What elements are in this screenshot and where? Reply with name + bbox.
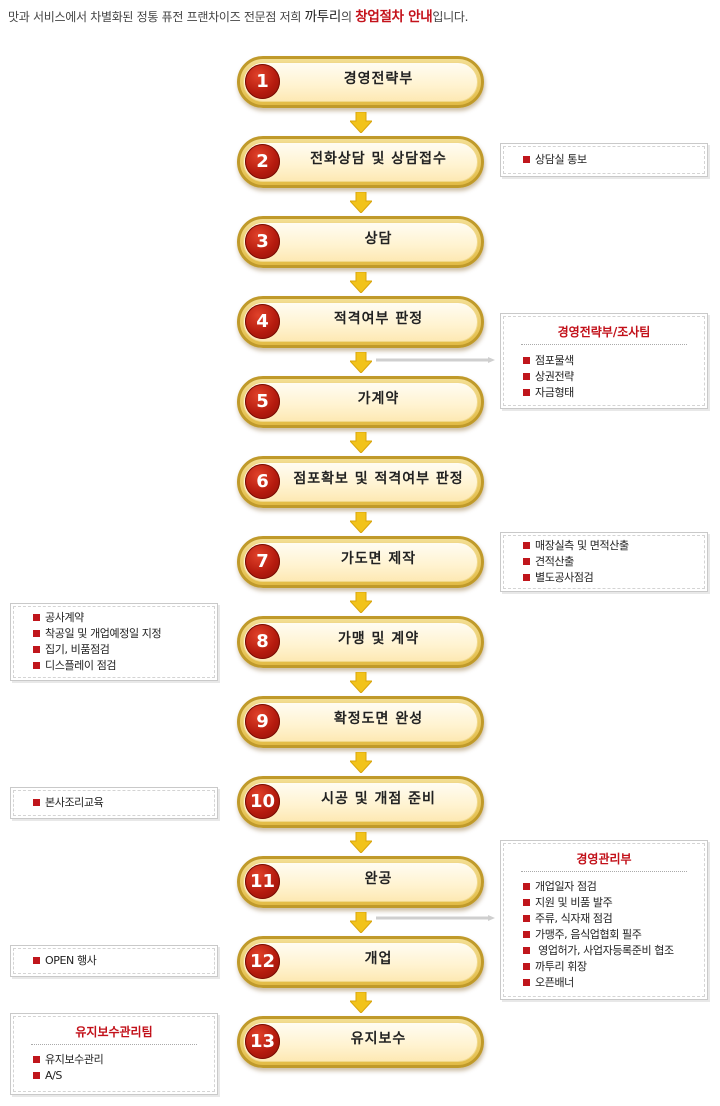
step-9: 9 확정도면 완성: [237, 696, 484, 748]
step-6: 6 점포확보 및 적격여부 판정: [237, 456, 484, 508]
list-item: OPEN 행사: [33, 953, 97, 969]
step-8: 8 가맹 및 계약: [237, 616, 484, 668]
down-arrow-icon: [350, 112, 372, 133]
step-number: 2: [245, 144, 280, 179]
note-step7: 매장실측 및 면적산출 견적산출 별도공사점검: [500, 532, 708, 592]
list-item: 별도공사점검: [523, 570, 629, 586]
step-number: 13: [245, 1024, 280, 1059]
down-arrow-icon: [350, 272, 372, 293]
note-step8: 공사계약 착공일 및 개업예정일 지정 집기, 비품점검 디스플레이 점검: [10, 603, 218, 681]
step-2: 2 전화상담 및 상담접수: [237, 136, 484, 188]
down-arrow-icon: [350, 592, 372, 613]
intro-suffix: 입니다.: [432, 10, 469, 24]
step-number: 6: [245, 464, 280, 499]
step-number: 4: [245, 304, 280, 339]
down-arrow-icon: [350, 992, 372, 1013]
down-arrow-icon: [350, 752, 372, 773]
step-label: 완공: [364, 871, 393, 887]
step-10: 10 시공 및 개점 준비: [237, 776, 484, 828]
step-number: 3: [245, 224, 280, 259]
step-5: 5 가계약: [237, 376, 484, 428]
list-item: 유지보수관리: [33, 1052, 104, 1068]
step-3: 3 상담: [237, 216, 484, 268]
step-number: 5: [245, 384, 280, 419]
intro-prefix: 맛과 서비스에서 차별화된 정통 퓨전 프랜차이즈 전문점 저희: [8, 10, 305, 24]
note-strategy-team: 경영전략부/조사팀 점포물색 상권전략 자금형태: [500, 313, 708, 409]
list-item: 까투리 휘장: [523, 959, 674, 975]
right-arrow-icon: [376, 915, 495, 921]
step-number: 7: [245, 544, 280, 579]
step-11: 11 완공: [237, 856, 484, 908]
step-1: 1 경영전략부: [237, 56, 484, 108]
step-label: 가도면 제작: [340, 551, 417, 567]
intro-brand: 까투리: [304, 9, 342, 25]
step-label: 유지보수: [350, 1031, 407, 1047]
list-item: 상권전략: [523, 369, 574, 385]
note-title: 경영관리부: [576, 852, 632, 866]
down-arrow-icon: [350, 512, 372, 533]
note-step2: 상담실 통보: [500, 143, 708, 177]
step-number: 12: [245, 944, 280, 979]
down-arrow-icon: [350, 832, 372, 853]
note-maintenance: 유지보수관리팀 유지보수관리 A/S: [10, 1013, 218, 1095]
step-12: 12 개업: [237, 936, 484, 988]
intro-emphasis: 창업절차 안내: [355, 9, 433, 25]
list-item: 매장실측 및 면적산출: [523, 538, 629, 554]
down-arrow-icon: [350, 672, 372, 693]
list-item: 영업허가, 사업자등록준비 협조: [523, 943, 674, 959]
note-title: 유지보수관리팀: [75, 1025, 153, 1039]
list-item: 오픈배너: [523, 975, 674, 991]
list-item: 상담실 통보: [523, 152, 587, 168]
step-number: 8: [245, 624, 280, 659]
list-item: 지원 및 비품 발주: [523, 895, 674, 911]
right-arrow-icon: [376, 357, 495, 363]
step-label: 시공 및 개점 준비: [321, 791, 436, 807]
step-label: 경영전략부: [343, 71, 414, 87]
list-item: A/S: [33, 1068, 103, 1084]
step-label: 확정도면 완성: [333, 711, 424, 727]
note-step10: 본사조리교육: [10, 787, 218, 819]
list-item: 견적산출: [523, 554, 629, 570]
step-label: 가계약: [357, 391, 400, 407]
step-label: 적격여부 판정: [333, 311, 424, 327]
step-label: 개업: [364, 951, 393, 967]
down-arrow-icon: [350, 912, 372, 933]
list-item: 주류, 식자재 점검: [523, 911, 674, 927]
list-item: 개업일자 점검: [523, 879, 674, 895]
list-item: 디스플레이 점검: [33, 658, 161, 674]
intro-middle: 의: [341, 10, 356, 24]
list-item: 가맹주, 음식업협회 필주: [523, 927, 674, 943]
step-7: 7 가도면 제작: [237, 536, 484, 588]
note-step12: OPEN 행사: [10, 945, 218, 977]
intro-text: 맛과 서비스에서 차별화된 정통 퓨전 프랜차이즈 전문점 저희 까투리의 창업…: [8, 5, 468, 25]
list-item: 점포물색: [523, 353, 574, 369]
down-arrow-icon: [350, 432, 372, 453]
list-item: 집기, 비품점검: [33, 642, 161, 658]
down-arrow-icon: [350, 352, 372, 373]
step-label: 점포확보 및 적격여부 판정: [293, 471, 464, 487]
note-title: 경영전략부/조사팀: [557, 325, 651, 339]
step-label: 전화상담 및 상담접수: [310, 151, 447, 167]
note-management: 경영관리부 개업일자 점검 지원 및 비품 발주 주류, 식자재 점검 가맹주,…: [500, 840, 708, 1000]
step-number: 9: [245, 704, 280, 739]
list-item: 착공일 및 개업예정일 지정: [33, 626, 162, 642]
down-arrow-icon: [350, 192, 372, 213]
list-item: 본사조리교육: [33, 795, 104, 811]
step-number: 1: [245, 64, 280, 99]
step-label: 상담: [364, 231, 393, 247]
step-number: 10: [245, 784, 280, 819]
list-item: 자금형태: [523, 385, 574, 401]
list-item: 공사계약: [33, 610, 161, 626]
step-4: 4 적격여부 판정: [237, 296, 484, 348]
step-label: 가맹 및 계약: [337, 631, 420, 647]
step-13: 13 유지보수: [237, 1016, 484, 1068]
step-number: 11: [245, 864, 280, 899]
